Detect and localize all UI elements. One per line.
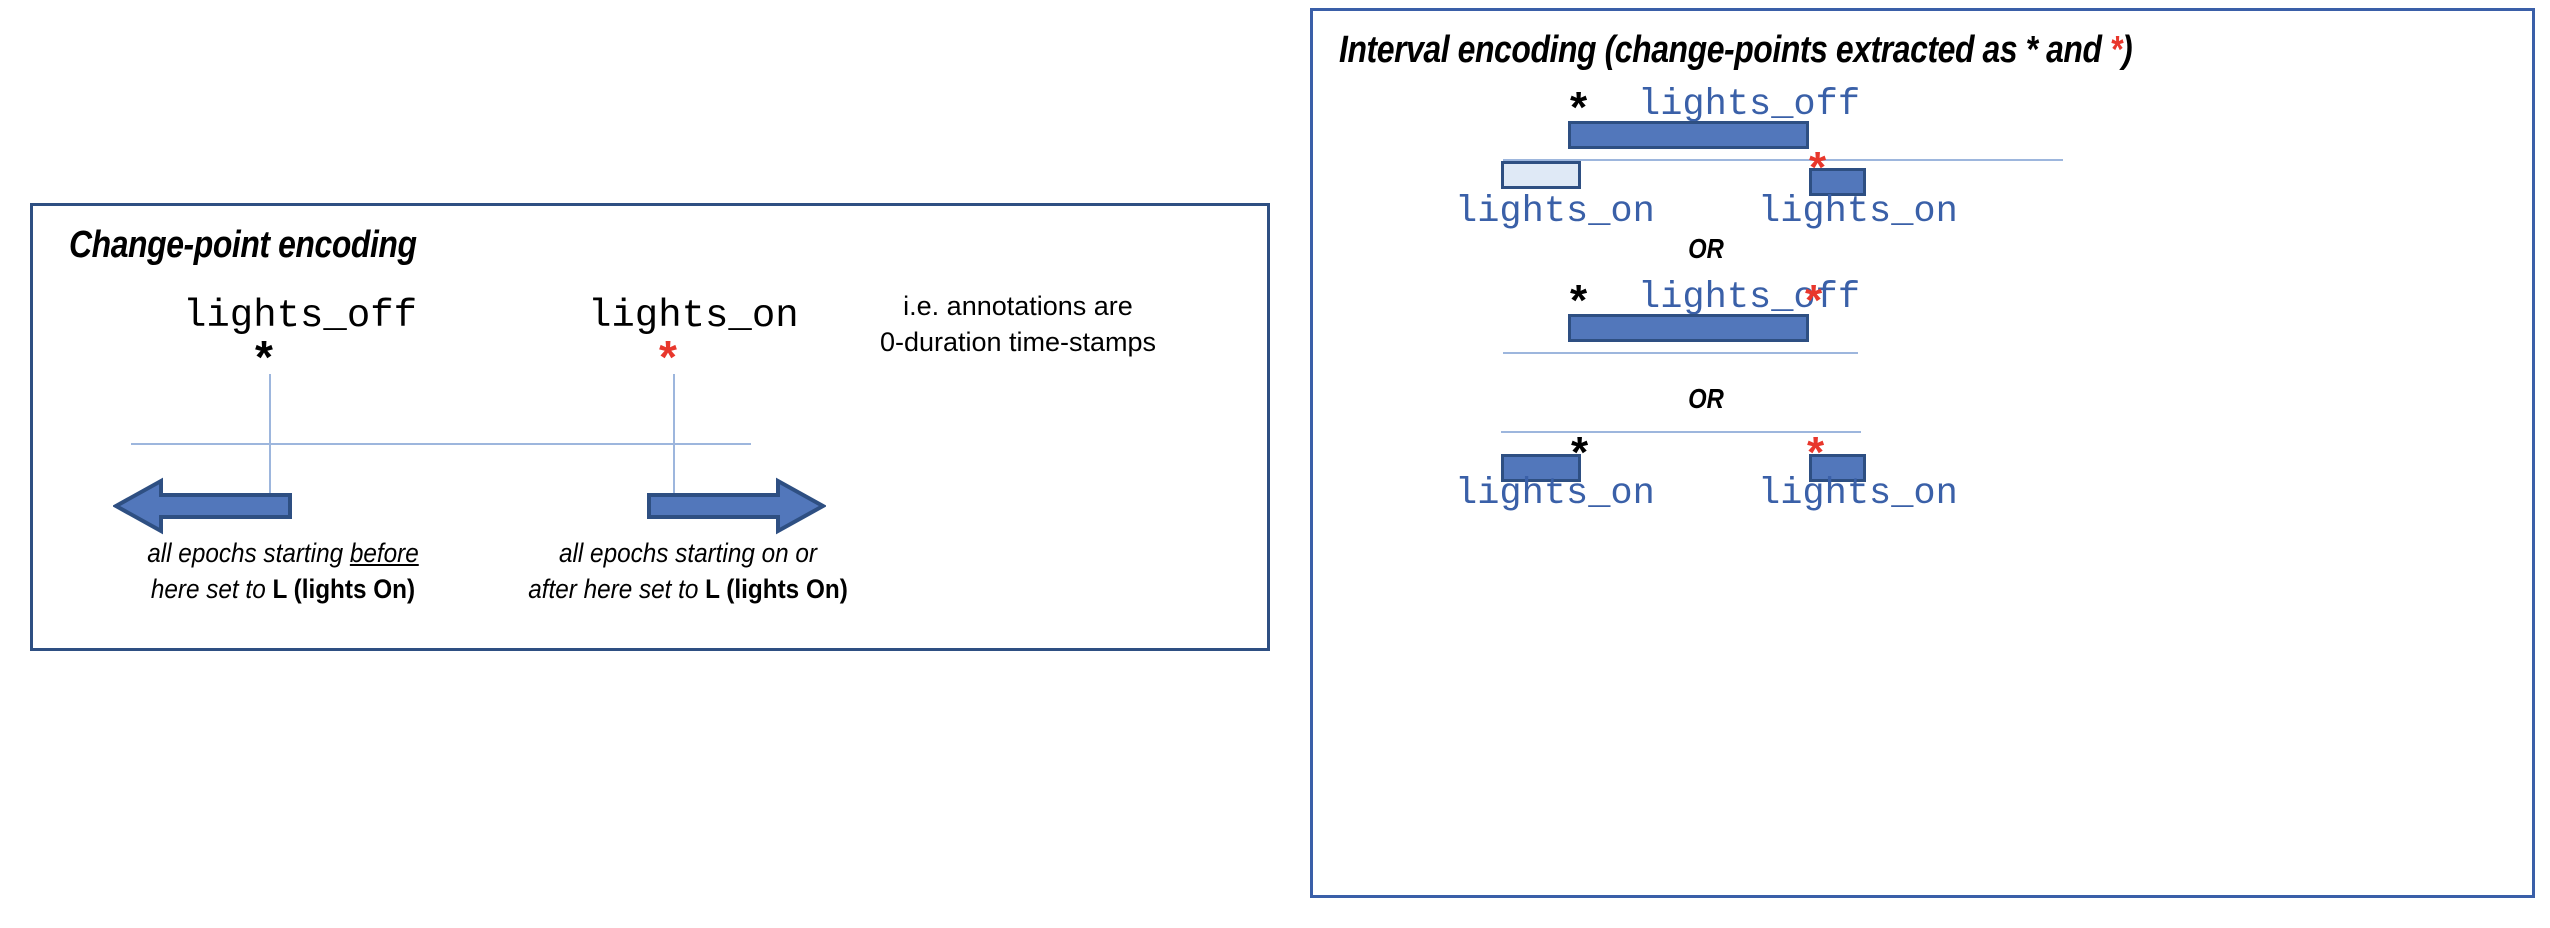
- red-asterisk-marker: *: [659, 331, 677, 383]
- panel-title-interval-a: Interval encoding (change-points extract…: [1339, 29, 2111, 71]
- v1-black-asterisk: *: [1570, 83, 1588, 132]
- v2-label-lights-off: lights_off: [1638, 277, 1861, 319]
- interval-encoding-panel: Interval encoding (change-points extract…: [1310, 8, 2535, 898]
- v1-label-lights-on-left: lights_on: [1455, 191, 1655, 233]
- annotation-note-line2: 0-duration time-stamps: [879, 327, 1157, 358]
- caption-after-changepoint: all epochs starting on or after here set…: [459, 536, 918, 607]
- panel-title-interval: Interval encoding (change-points extract…: [1339, 29, 2133, 72]
- change-point-encoding-panel: Change-point encoding lights_off lights_…: [30, 203, 1270, 651]
- or-separator-1: OR: [1688, 233, 1724, 264]
- caption-right-bold: L (lights On): [705, 573, 848, 604]
- v2-black-asterisk: *: [1570, 276, 1588, 325]
- arrow-right-on-or-after: [646, 476, 828, 541]
- v3-label-lights-on-left: lights_on: [1455, 473, 1655, 515]
- v1-bar-lights-off: [1568, 121, 1809, 149]
- v1-box-lights-on-faded: [1501, 161, 1581, 189]
- caption-left-line1-a: all epochs starting: [147, 538, 350, 568]
- arrow-left-before: [111, 476, 293, 541]
- changepoint-tick-line-left: [269, 374, 271, 499]
- changepoint-tick-line-right: [673, 374, 675, 499]
- v3-box-lights-on-left: [1501, 454, 1581, 482]
- v3-box-lights-on-right: [1809, 454, 1866, 482]
- label-lights-on: lights_on: [588, 294, 799, 338]
- caption-before-changepoint: all epochs starting before here set to L…: [67, 536, 499, 607]
- label-lights-off: lights_off: [183, 294, 418, 338]
- or-separator-2: OR: [1688, 383, 1724, 414]
- v2-red-asterisk: *: [1805, 276, 1823, 325]
- v3-label-lights-on-right: lights_on: [1758, 473, 1958, 515]
- caption-right-line2-a: after here set to: [528, 573, 706, 604]
- v2-bar-lights-off: [1568, 314, 1809, 342]
- v1-timeline-axis: [1503, 159, 2063, 161]
- panel-title-interval-b: ): [2122, 29, 2133, 71]
- caption-right-line1: all epochs starting on or: [558, 538, 817, 568]
- panel-title-red-asterisk: *: [2110, 29, 2123, 71]
- caption-left-line2-a: here set to: [150, 573, 273, 604]
- v1-label-lights-off: lights_off: [1638, 84, 1861, 126]
- v2-timeline-axis: [1503, 352, 1858, 354]
- v1-box-lights-on-solid: [1809, 168, 1866, 196]
- annotation-note: i.e. annotations are 0-duration time-sta…: [823, 288, 1213, 360]
- timeline-axis: [131, 443, 751, 445]
- caption-left-underlined: before: [349, 538, 419, 568]
- panel-title-change-point: Change-point encoding: [69, 224, 417, 266]
- caption-left-bold: L (lights On): [272, 573, 416, 604]
- v1-label-lights-on-right: lights_on: [1758, 191, 1958, 233]
- v3-timeline-axis: [1501, 431, 1861, 433]
- annotation-note-line1: i.e. annotations are: [903, 291, 1133, 321]
- black-asterisk-marker: *: [255, 331, 273, 383]
